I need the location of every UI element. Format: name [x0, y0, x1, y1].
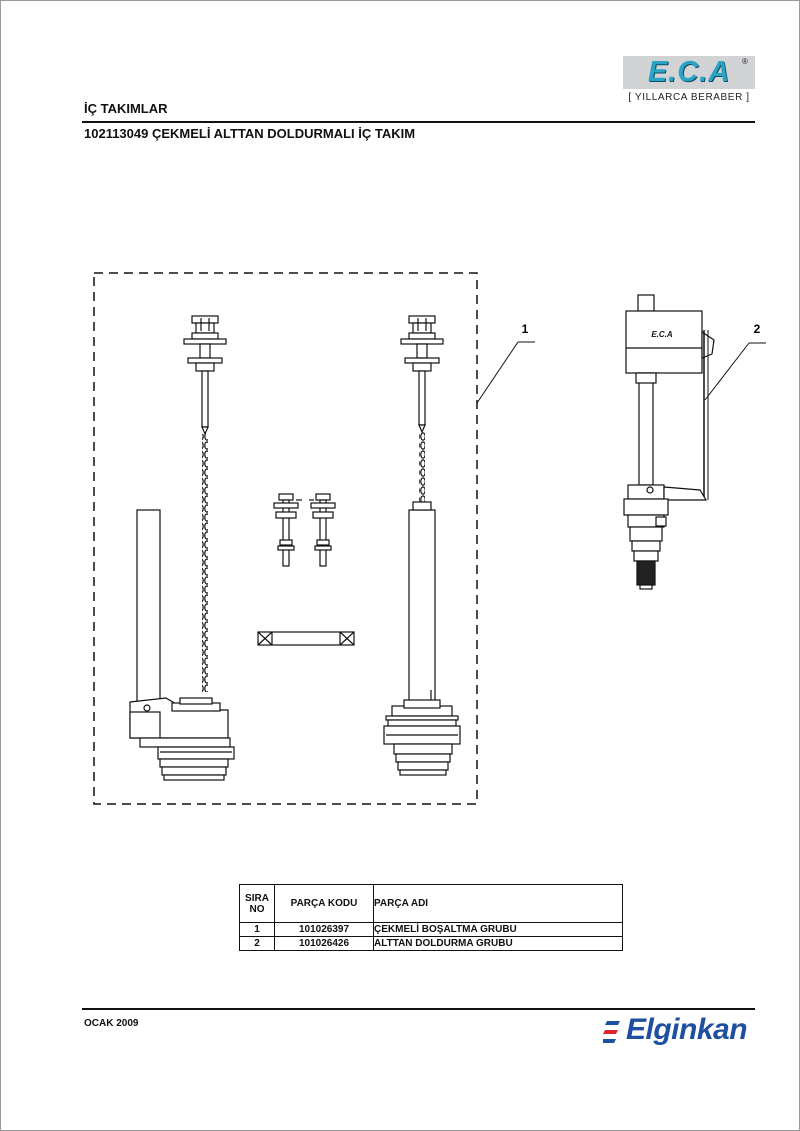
eca-logo: E.C.A	[623, 56, 755, 89]
valve-cap-logo: E.C.A	[651, 330, 673, 339]
header-rule	[82, 121, 755, 123]
left-flush-assembly	[129, 315, 235, 781]
header-name: PARÇA ADI	[373, 884, 623, 923]
header-code: PARÇA KODU	[274, 884, 374, 923]
header-no-line2: NO	[249, 903, 265, 915]
row-name: ALTTAN DOLDURMA GRUBU	[373, 936, 623, 951]
fill-valve-assembly	[623, 294, 715, 590]
parts-table-header: SIRA NO PARÇA KODU PARÇA ADI	[239, 884, 623, 923]
row-no: 2	[239, 936, 275, 951]
group-1-frame	[93, 272, 478, 805]
row-code: 101026426	[274, 936, 374, 951]
gasket-strip	[257, 631, 355, 646]
row-name: ÇEKMELİ BOŞALTMA GRUBU	[373, 922, 623, 937]
parts-table: SIRA NO PARÇA KODU PARÇA ADI 1 101026397…	[239, 884, 623, 951]
elginkan-logo-text: Elginkan	[626, 1013, 748, 1046]
fastener-bolts	[273, 493, 336, 567]
callout-2: 2	[754, 322, 761, 336]
registered-mark: ®	[742, 57, 748, 66]
elginkan-logo-icon	[603, 1021, 620, 1043]
table-row: 2 101026426 ALTTAN DOLDURMA GRUBU	[239, 936, 623, 951]
right-flush-assembly	[383, 315, 461, 776]
row-no: 1	[239, 922, 275, 937]
product-title: 102113049 ÇEKMELİ ALTTAN DOLDURMALI İÇ T…	[84, 126, 416, 141]
callout-2-leader	[704, 342, 766, 401]
footer-rule	[82, 1008, 755, 1010]
section-title: İÇ TAKIMLAR	[84, 101, 168, 116]
header-no: SIRA NO	[239, 884, 275, 923]
callout-1: 1	[522, 322, 529, 336]
row-code: 101026397	[274, 922, 374, 937]
callout-1-leader	[476, 341, 535, 404]
eca-logo-text: E.C.A	[647, 56, 731, 88]
brand-slogan: [ YILLARCA BERABER ]	[628, 92, 750, 103]
header-no-line1: SIRA	[245, 892, 269, 904]
document-date: OCAK 2009	[84, 1018, 139, 1029]
table-row: 1 101026397 ÇEKMELİ BOŞALTMA GRUBU	[239, 922, 623, 937]
